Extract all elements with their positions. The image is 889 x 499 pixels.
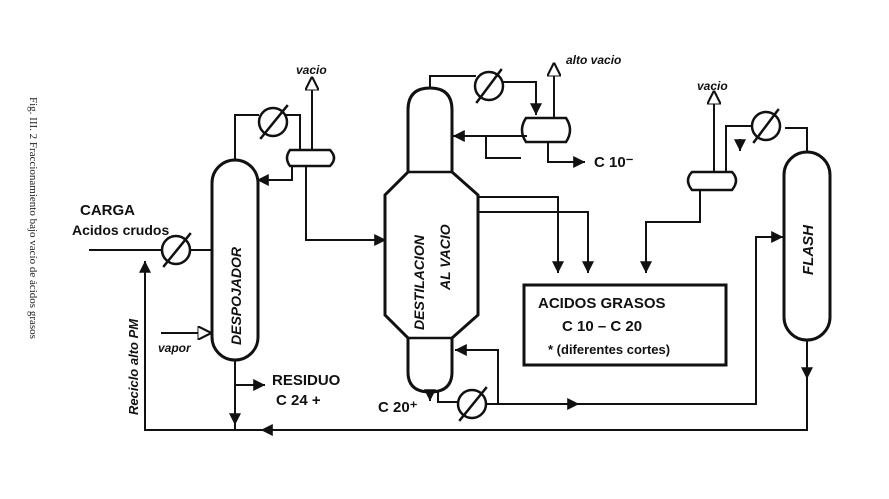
vapor-label: vapor xyxy=(158,341,192,355)
reboiler-return xyxy=(454,344,499,405)
c10-label: C 10⁻ xyxy=(594,154,634,171)
alto-vacio-label: alto vacio xyxy=(566,53,621,67)
despojador-receiver xyxy=(285,148,336,168)
despojador-label: DESPOJADOR xyxy=(228,246,244,345)
despojador-condenser-slash xyxy=(259,104,289,140)
product-box-line1: ACIDOS GRASOS xyxy=(538,295,666,312)
destilacion-reflux-loop xyxy=(485,135,527,159)
figure-caption: Fig. III. 2 Fraccionamiento bajo vacío d… xyxy=(27,97,39,339)
destilacion-cond-out xyxy=(502,81,542,116)
destilacion-condenser-slash xyxy=(475,68,503,104)
despojador-overhead xyxy=(234,114,259,161)
destilacion-label-1: DESTILACION xyxy=(411,234,427,330)
acidos-crudos-label: Acidos crudos xyxy=(72,222,169,238)
feed-heater-slash xyxy=(162,232,192,268)
reboiler-inlet xyxy=(437,391,457,403)
reboiler-slash xyxy=(458,386,488,422)
destilacion-receiver xyxy=(520,116,572,144)
c20-label: C 20⁺ xyxy=(378,399,418,416)
destilacion-column xyxy=(383,86,480,394)
reciclo-label: Reciclo alto PM xyxy=(126,318,141,415)
residuo-label: RESIDUO xyxy=(272,372,341,389)
carga-label: CARGA xyxy=(80,202,135,219)
flash-condenser-slash xyxy=(752,108,780,144)
flash-label: FLASH xyxy=(800,224,817,275)
product-box-line2: C 10 – C 20 xyxy=(562,318,642,335)
vacio-left-label: vacio xyxy=(296,63,327,77)
destilacion-label-2: AL VACIO xyxy=(437,224,453,291)
residuo-c24-label: C 24 + xyxy=(276,392,321,409)
product-box xyxy=(522,283,728,367)
vacio-right-label: vacio xyxy=(697,79,728,93)
despojador-cond-out xyxy=(286,114,301,149)
flash-receiver xyxy=(686,170,738,192)
flash-to-product xyxy=(640,189,701,274)
feed-to-destilacion xyxy=(305,165,387,246)
recycle-return xyxy=(144,377,808,431)
flash-overhead xyxy=(785,127,808,153)
flash-feed xyxy=(577,231,784,405)
destilacion-overhead xyxy=(429,75,476,89)
despojador-reflux xyxy=(256,165,293,186)
side-draw-2 xyxy=(477,211,594,274)
c10-line xyxy=(547,141,586,168)
flash-cond-out xyxy=(725,125,753,171)
product-box-line3: * (diferentes cortes) xyxy=(548,342,670,357)
side-draw-1 xyxy=(477,196,564,274)
